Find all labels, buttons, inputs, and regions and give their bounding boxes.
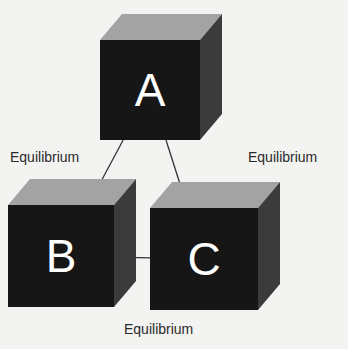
edge-label: Equilibrium (8, 150, 81, 165)
cube-letter: A (135, 67, 166, 113)
cube-side-face (200, 14, 222, 140)
cube-top-face (150, 182, 280, 208)
cube-top-face (8, 179, 136, 205)
cube-front-face: B (8, 205, 114, 307)
edge-label: Equilibrium (122, 322, 195, 337)
edge-label: Equilibrium (246, 150, 319, 165)
cube-letter: B (46, 233, 77, 279)
cube-front-face: A (100, 40, 200, 140)
cube-side-face (114, 179, 136, 307)
cube-side-face (258, 182, 280, 310)
cube-letter: C (187, 236, 220, 282)
cube-front-face: C (150, 208, 258, 310)
